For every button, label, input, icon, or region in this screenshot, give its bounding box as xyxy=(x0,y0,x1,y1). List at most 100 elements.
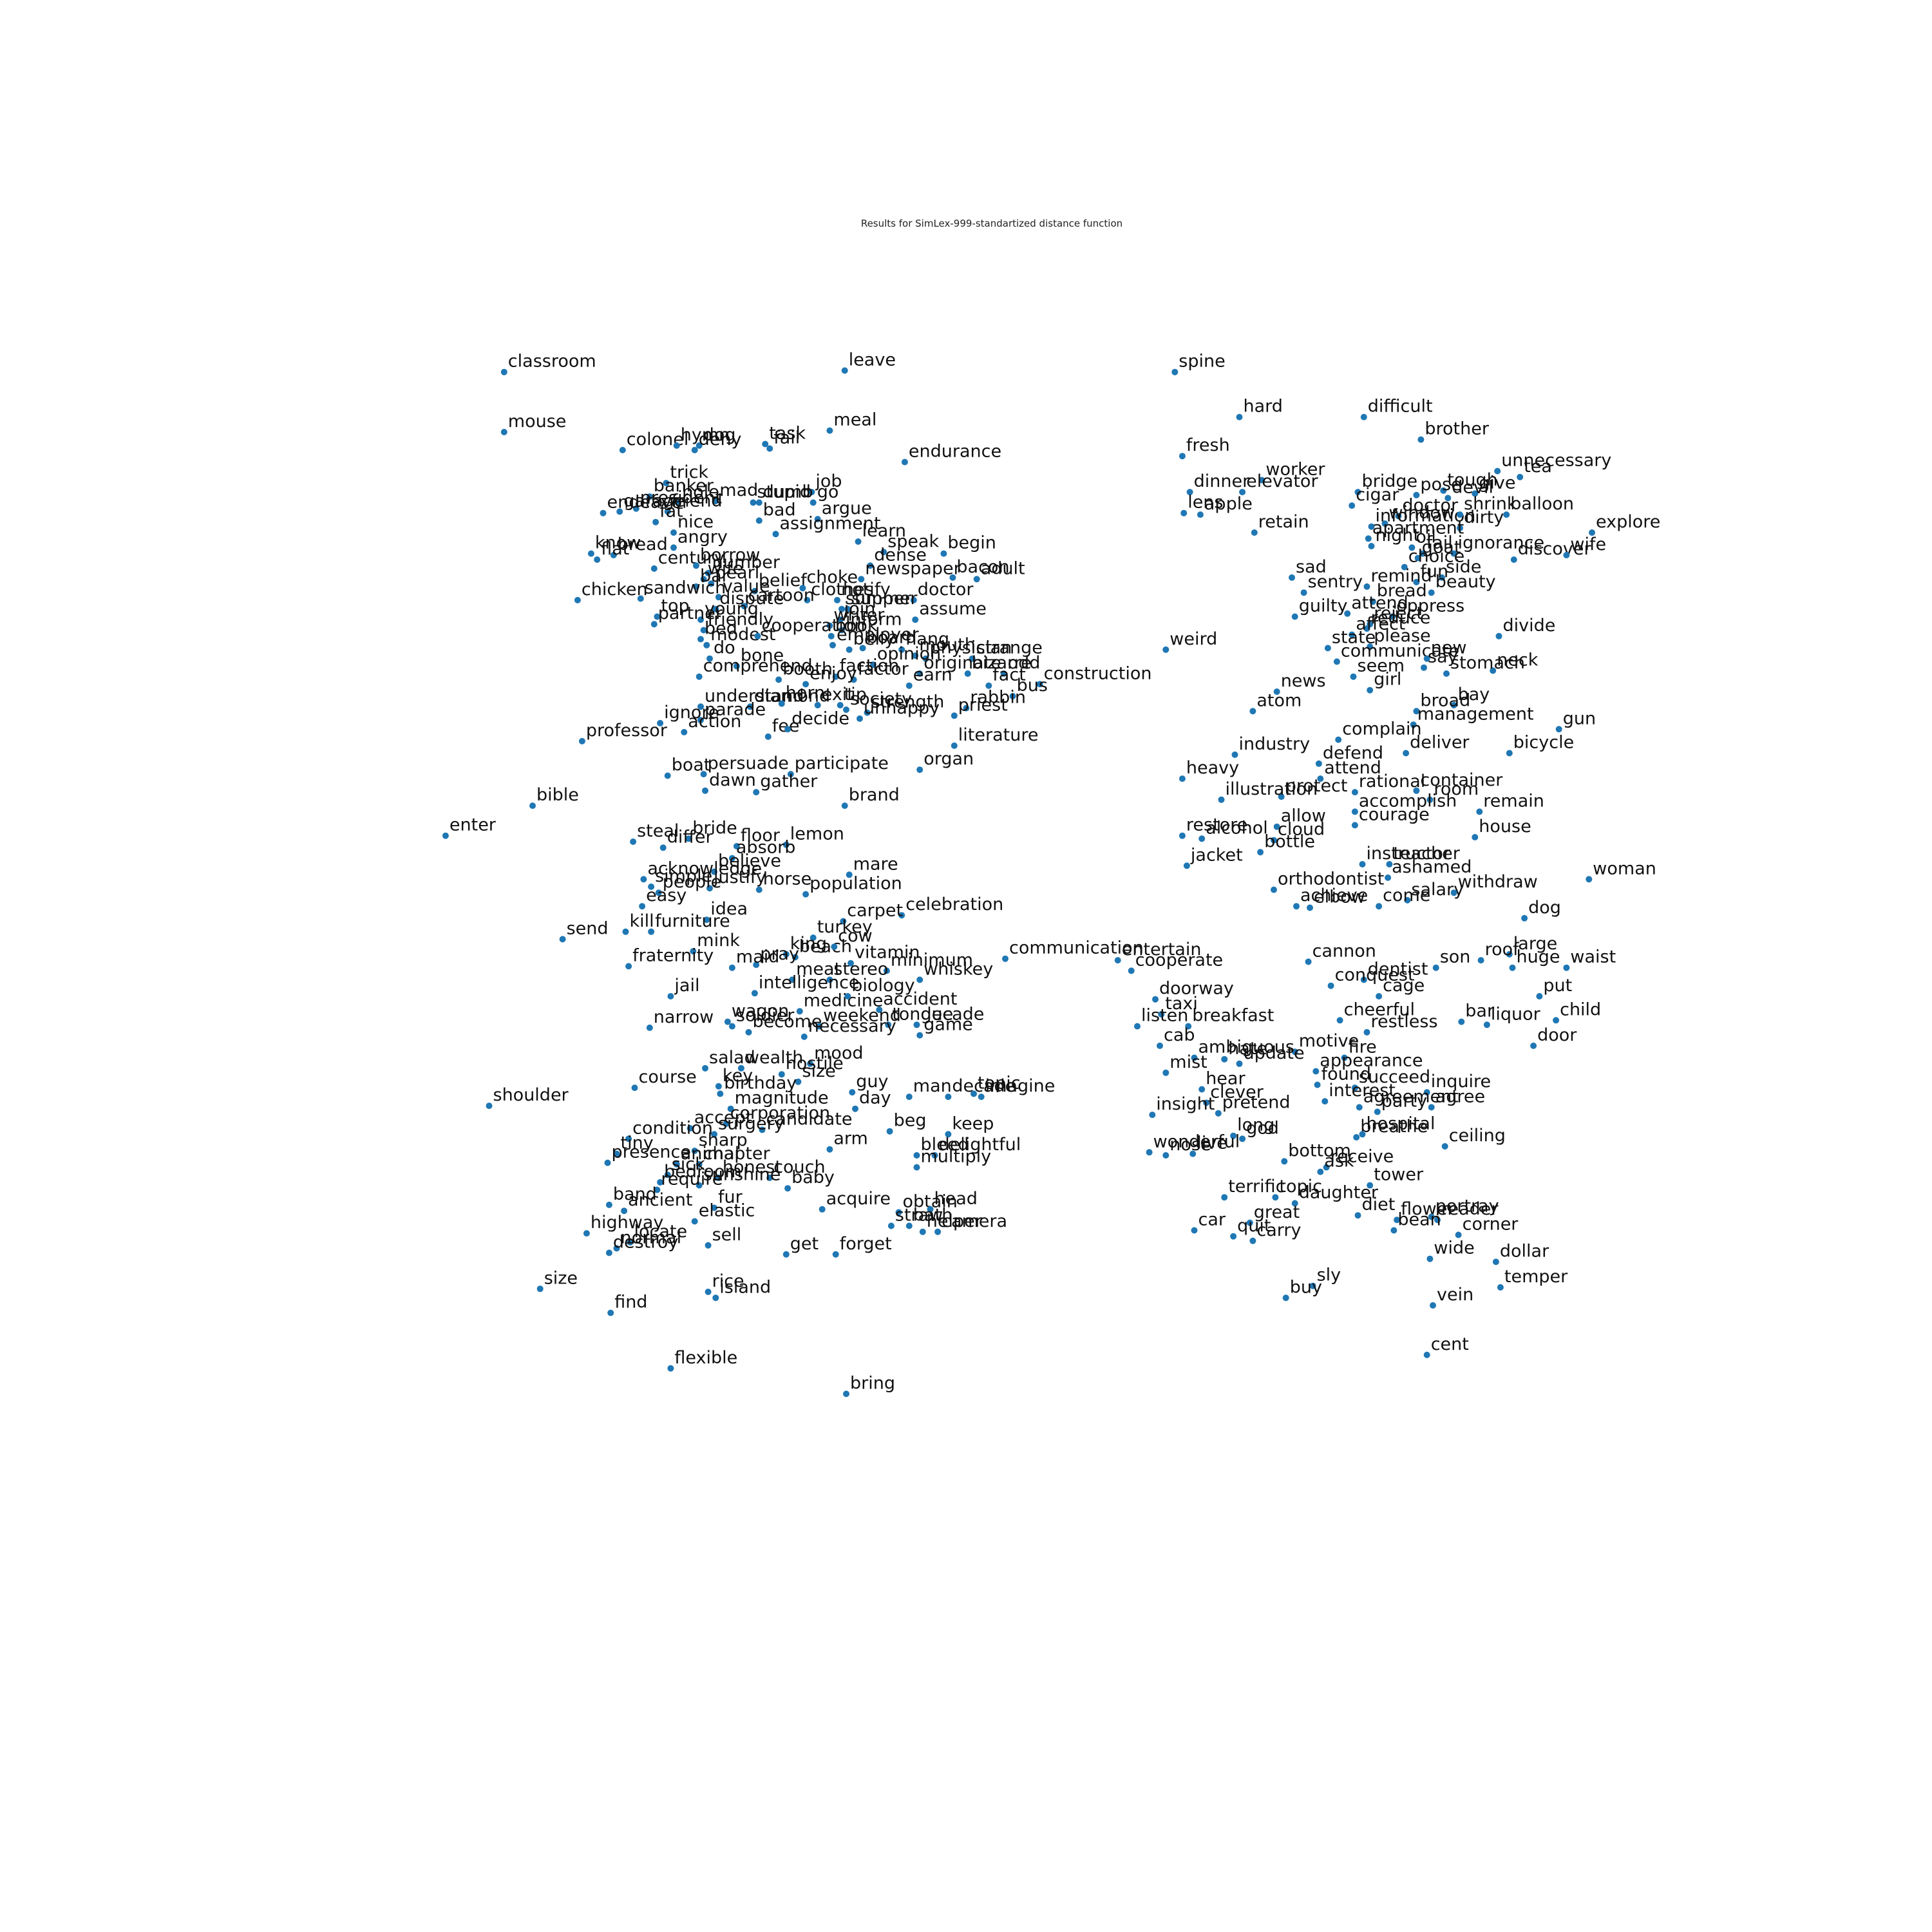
point-label: tower xyxy=(1374,1165,1424,1185)
data-point xyxy=(762,440,769,448)
point-label: whiskey xyxy=(923,959,993,979)
data-point xyxy=(1450,702,1457,708)
data-point xyxy=(1386,861,1393,867)
point-label: bone xyxy=(741,645,784,665)
point-label: destroy xyxy=(613,1232,678,1252)
point-label: believe xyxy=(718,851,781,871)
data-point xyxy=(1185,1023,1192,1030)
data-point xyxy=(715,594,722,601)
point-label: doctor xyxy=(1402,495,1459,515)
point-label: alcohol xyxy=(1206,818,1268,838)
data-point xyxy=(1476,808,1483,815)
data-point xyxy=(837,702,844,708)
data-point xyxy=(700,627,707,634)
data-point xyxy=(795,1078,802,1085)
point-label: protect xyxy=(1285,776,1348,796)
point-label: horse xyxy=(763,869,811,889)
data-point xyxy=(898,646,905,653)
point-label: withdraw xyxy=(1458,872,1538,892)
data-point xyxy=(841,367,848,374)
data-point xyxy=(905,682,913,689)
data-point xyxy=(796,1008,803,1015)
data-point xyxy=(1403,750,1410,757)
point-label: enjoy xyxy=(810,663,857,683)
data-point xyxy=(883,967,890,974)
point-label: reader xyxy=(1441,1199,1499,1219)
data-point xyxy=(1374,1108,1381,1115)
data-point xyxy=(1428,1213,1435,1220)
point-label: lens xyxy=(1188,493,1223,513)
point-label: society xyxy=(850,689,912,709)
data-point xyxy=(1327,982,1334,989)
point-label: learn xyxy=(862,521,906,541)
data-point xyxy=(741,603,748,610)
point-label: flexible xyxy=(674,1348,737,1368)
point-label: fail xyxy=(1426,533,1453,553)
data-point xyxy=(703,916,710,923)
point-label: bottom xyxy=(1288,1141,1351,1160)
data-point xyxy=(1395,513,1402,520)
point-label: island xyxy=(719,1277,771,1297)
point-label: narrow xyxy=(654,1007,714,1027)
data-point xyxy=(1359,1131,1366,1138)
point-label: accept xyxy=(694,1108,753,1128)
data-point xyxy=(1443,670,1450,677)
point-label: magnitude xyxy=(735,1088,829,1108)
point-label: celebration xyxy=(905,895,1003,914)
data-point xyxy=(652,518,659,526)
point-label: neck xyxy=(1497,650,1539,670)
point-label: orthodontist xyxy=(1278,869,1384,889)
point-label: bottle xyxy=(1264,831,1315,851)
point-label: delightful xyxy=(939,1135,1021,1155)
point-label: cab xyxy=(1164,1025,1195,1045)
point-label: agree xyxy=(1435,1086,1485,1106)
point-label: partner xyxy=(658,603,723,623)
data-point xyxy=(1291,1200,1298,1207)
data-point xyxy=(1258,477,1265,484)
point-label: exit xyxy=(822,685,854,705)
point-label: daughter xyxy=(1299,1183,1379,1203)
point-label: task xyxy=(769,424,806,444)
point-label: dog xyxy=(1528,898,1561,918)
point-label: assignment xyxy=(780,513,881,533)
data-point xyxy=(1349,502,1356,509)
point-label: listen xyxy=(1141,1006,1188,1026)
data-point xyxy=(1179,453,1186,460)
data-point xyxy=(1324,645,1331,652)
point-label: chicken xyxy=(582,580,648,600)
point-label: day xyxy=(859,1088,891,1108)
data-point xyxy=(1439,574,1445,581)
point-label: book xyxy=(835,616,878,636)
data-point xyxy=(1376,903,1383,910)
point-label: brand xyxy=(849,785,900,805)
point-label: beach xyxy=(799,936,852,956)
data-point xyxy=(916,766,923,773)
data-point xyxy=(625,1135,632,1142)
data-point xyxy=(500,428,507,435)
point-label: allow xyxy=(1281,806,1326,826)
point-label: found xyxy=(1321,1065,1371,1084)
point-label: dense xyxy=(874,545,927,565)
data-point xyxy=(1246,1219,1253,1226)
point-label: mink xyxy=(697,931,740,951)
point-label: bedroom xyxy=(664,1162,742,1182)
point-label: achieve xyxy=(1300,886,1368,905)
data-point xyxy=(1189,1150,1197,1157)
point-label: hole xyxy=(682,482,719,502)
point-label: fur xyxy=(718,1188,743,1208)
point-label: imagine xyxy=(985,1076,1056,1096)
point-label: job xyxy=(815,471,842,491)
data-point xyxy=(1215,1110,1222,1117)
point-label: biology xyxy=(851,976,914,996)
data-point xyxy=(905,1094,913,1101)
data-point xyxy=(711,1204,717,1211)
point-label: reduce xyxy=(1371,608,1431,628)
data-point xyxy=(1341,1054,1348,1061)
point-label: elevator xyxy=(1246,471,1318,491)
data-point xyxy=(654,613,661,620)
data-point xyxy=(715,1083,722,1090)
point-label: affect xyxy=(1356,614,1405,634)
point-label: broad xyxy=(1420,690,1470,710)
point-label: hostile xyxy=(786,1054,844,1074)
